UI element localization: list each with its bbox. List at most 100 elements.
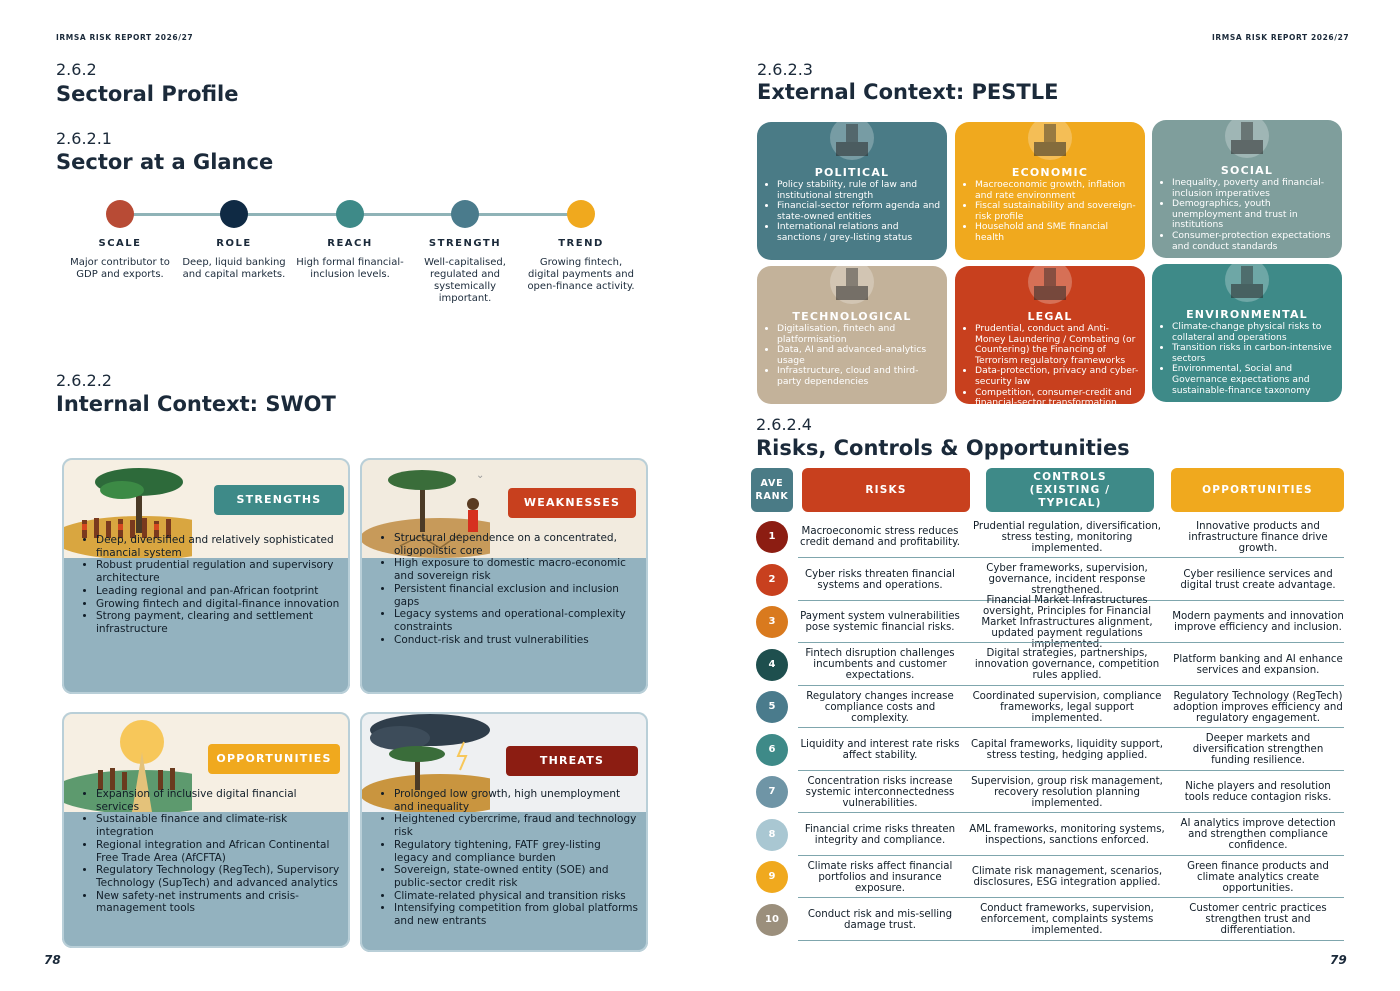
row-divider xyxy=(798,769,1344,771)
opportunities-list-item: Regional integration and African Contine… xyxy=(96,839,340,864)
table-row: 4 Fintech disruption challenges incumbent… xyxy=(752,644,1344,686)
opportunities-list-item: Regulatory Technology (RegTech), Supervi… xyxy=(96,864,340,889)
page-number-right: 79 xyxy=(1330,953,1347,967)
glance-dot xyxy=(220,200,248,228)
pestle-card-social: SOCIALInequality, poverty and financial-… xyxy=(1152,114,1342,258)
risk-cell: Fintech disruption challenges incumbents… xyxy=(805,648,955,681)
pestle-list-item: Inequality, poverty and financial-inclus… xyxy=(1172,177,1336,199)
pestle-list-item: Data-protection, privacy and cyber-secur… xyxy=(975,366,1139,387)
table-header-risks: RISKS xyxy=(802,468,970,512)
section-title-sector-at-a-glance: Sector at a Glance xyxy=(56,150,274,174)
pestle-list: Inequality, poverty and financial-inclus… xyxy=(1162,177,1336,252)
control-cell: Climate risk management, scenarios, disc… xyxy=(971,866,1163,888)
control-cell: Supervision, group risk management, reco… xyxy=(971,775,1163,809)
pestle-title: ENVIRONMENTAL xyxy=(1186,308,1308,321)
rank-badge: 10 xyxy=(756,903,788,936)
opportunities-banner: OPPORTUNITIES xyxy=(208,744,340,774)
rank-badge: 5 xyxy=(756,691,788,723)
svg-text:⌄: ⌄ xyxy=(476,470,484,481)
control-cell: Digital strategies, partnerships, innova… xyxy=(974,648,1160,681)
pestle-list: Digitalisation, fintech and platformisat… xyxy=(767,323,941,388)
opportunity-cell: Green finance products and climate analy… xyxy=(1187,860,1329,894)
pestle-list-item: Climate-change physical risks to collate… xyxy=(1172,321,1336,343)
pestle-card-economic: ECONOMICMacroeconomic growth, inflation … xyxy=(955,116,1145,260)
threats-banner: THREATS xyxy=(506,746,638,776)
row-divider xyxy=(798,854,1344,856)
pestle-title: LEGAL xyxy=(1027,310,1073,323)
row-divider xyxy=(798,557,1344,558)
wind-solar-icon xyxy=(1225,258,1269,302)
glance-label: ROLE xyxy=(216,238,252,249)
glance-dot xyxy=(336,200,364,228)
glance-item-role: ROLE Deep, liquid banking and capital mar… xyxy=(176,200,292,281)
row-divider xyxy=(798,684,1344,686)
pestle-list-item: Consumer-protection expectations and con… xyxy=(1172,230,1336,252)
pestle-card-legal: LEGALPrudential, conduct and Anti-Money … xyxy=(955,260,1145,408)
table-header-controls: CONTROLS (EXISTING / TYPICAL) xyxy=(986,468,1154,512)
rank-badge: 8 xyxy=(756,818,788,851)
pestle-title: ECONOMIC xyxy=(1011,166,1089,179)
control-cell: Capital frameworks, liquidity support, s… xyxy=(971,738,1163,761)
glance-label: TREND xyxy=(558,238,604,249)
risk-cell: Regulatory changes increase compliance c… xyxy=(806,690,954,724)
page-number-left: 78 xyxy=(44,953,61,967)
opportunity-cell: Innovative products and infrastructure f… xyxy=(1188,520,1328,554)
threats-list-item: Intensifying competition from global pla… xyxy=(394,902,638,927)
control-cell: Prudential regulation, diversification, … xyxy=(972,520,1162,554)
opportunity-cell: Modern payments and innovation improve e… xyxy=(1172,611,1344,633)
strengths-list-item: Growing fintech and digital-finance inno… xyxy=(96,598,340,611)
rank-badge: 1 xyxy=(756,521,788,553)
section-title-sectoral-profile: Sectoral Profile xyxy=(56,82,239,106)
pestle-list-item: Data, AI and advanced-analytics usage xyxy=(777,344,941,366)
row-divider xyxy=(798,897,1344,898)
pestle-list-item: Financial-sector reform agenda and state… xyxy=(777,200,941,222)
risk-cell: Climate risks affect financial portfolio… xyxy=(807,860,953,894)
opportunity-cell: Deeper markets and diversification stren… xyxy=(1192,733,1324,766)
table-row: 2 Cyber risks threaten financial systems … xyxy=(752,559,1344,601)
control-cell: Coordinated supervision, compliance fram… xyxy=(972,690,1162,724)
strengths-list-item: Robust prudential regulation and supervi… xyxy=(96,559,340,584)
weaknesses-list-item: Structural dependence on a concentrated,… xyxy=(394,532,638,557)
strengths-banner: STRENGTHS xyxy=(214,485,344,515)
control-cell: AML frameworks, monitoring systems, insp… xyxy=(969,823,1165,846)
section-title-internal-context-swot: Internal Context: SWOT xyxy=(56,392,336,416)
weaknesses-list-item: Conduct-risk and trust vulnerabilities xyxy=(394,634,638,647)
row-divider xyxy=(798,599,1344,601)
opportunities-list-item: Sustainable finance and climate-risk int… xyxy=(96,813,340,838)
opportunity-cell: Regulatory Technology (RegTech) adoption… xyxy=(1173,690,1343,724)
weaknesses-banner: WEAKNESSES xyxy=(508,488,636,518)
opportunities-list-item: New safety-net instruments and crisis-ma… xyxy=(96,890,340,915)
glance-description: Deep, liquid banking and capital markets… xyxy=(182,257,286,280)
table-header-opportunities: OPPORTUNITIES xyxy=(1171,468,1344,512)
row-divider xyxy=(798,939,1344,941)
section-number-2-6-2-3: 2.6.2.3 xyxy=(757,60,813,79)
glance-description: Major contributor to GDP and exports. xyxy=(70,257,170,280)
swot-weaknesses-card: ⌄ WEAKNESSES Structural dependence on a … xyxy=(360,458,648,694)
strengths-list-item: Deep, diversified and relatively sophist… xyxy=(96,534,340,559)
rank-badge: 4 xyxy=(756,648,788,681)
rank-badge: 2 xyxy=(756,563,788,596)
pestle-list: Macroeconomic growth, inflation and rate… xyxy=(965,179,1139,244)
pestle-list-item: Environmental, Social and Governance exp… xyxy=(1172,364,1336,396)
opportunities-list-item: Expansion of inclusive digital financial… xyxy=(96,788,340,813)
section-number-2-6-2-4: 2.6.2.4 xyxy=(756,415,812,434)
pestle-card-technological: TECHNOLOGICALDigitalisation, fintech and… xyxy=(757,260,947,404)
pestle-card-environmental: ENVIRONMENTALClimate-change physical ris… xyxy=(1152,258,1342,402)
pestle-list: Climate-change physical risks to collate… xyxy=(1162,321,1336,396)
risk-cell: Cyber risks threaten financial systems a… xyxy=(804,568,956,591)
pestle-list-item: Household and SME financial health xyxy=(975,222,1139,243)
strengths-list-item: Strong payment, clearing and settlement … xyxy=(96,610,340,635)
threats-list-item: Prolonged low growth, high unemployment … xyxy=(394,788,638,813)
threats-list: Prolonged low growth, high unemployment … xyxy=(382,788,638,928)
glance-description: Well-capitalised, regulated and systemic… xyxy=(424,257,506,304)
rank-badge: 3 xyxy=(756,606,788,638)
glance-label: SCALE xyxy=(98,238,142,249)
risk-cell: Conduct risk and mis-selling damage trus… xyxy=(807,908,953,931)
threats-list-item: Heightened cybercrime, fraud and technol… xyxy=(394,813,638,838)
